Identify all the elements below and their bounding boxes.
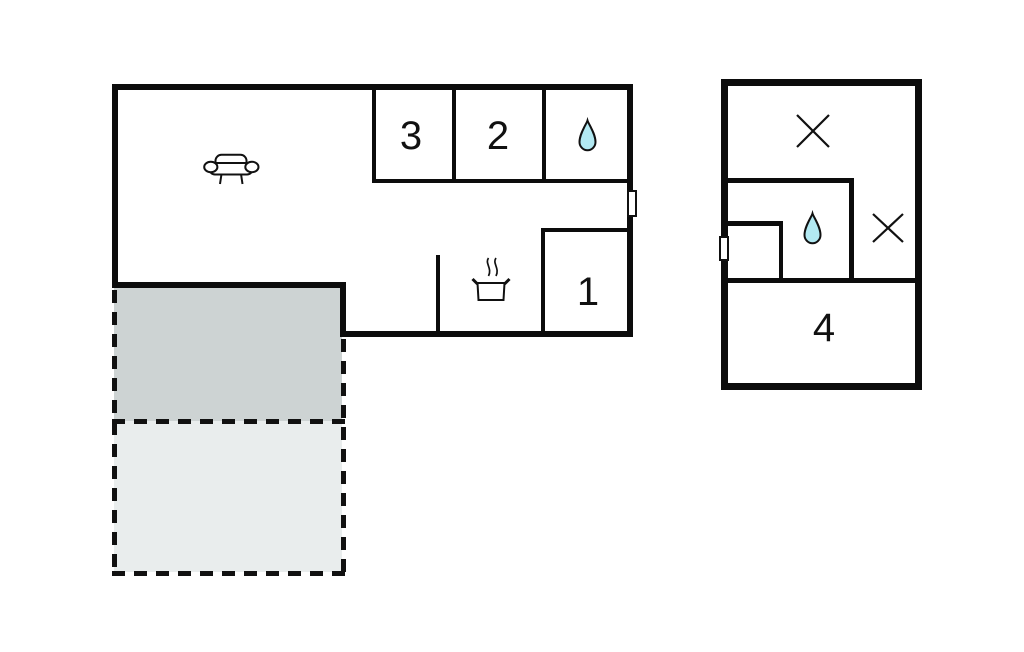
terrace-dashed-edge-right — [341, 339, 346, 576]
annex-bath-wall-right — [849, 178, 854, 283]
terrace-dashed-edge-bottom — [112, 571, 346, 576]
terrace-covered-area — [114, 288, 342, 421]
room-label-3: 3 — [399, 114, 423, 158]
terrace-dashed-edge-left — [112, 290, 117, 576]
annex-wall-left — [721, 79, 728, 390]
main-wall-top — [112, 84, 633, 90]
annex-bath-wall-top — [728, 178, 854, 183]
cooking-pot-icon — [471, 257, 511, 301]
main-wall-left — [112, 84, 118, 288]
room3-wall-left — [372, 90, 376, 183]
water-drop-icon — [803, 209, 822, 245]
room2-bath-divider — [542, 90, 546, 183]
top-rooms-wall-bottom — [372, 179, 627, 183]
room4-wall-top — [728, 278, 915, 283]
room-label-4: 4 — [812, 306, 836, 350]
room1-wall-left — [541, 228, 545, 331]
terrace-open-area — [114, 421, 342, 572]
bed-x-icon — [796, 114, 830, 148]
annex-wall-bottom — [721, 383, 922, 390]
annex-wall-right — [915, 79, 922, 390]
annex-closet-wall-top — [728, 221, 783, 226]
main-wall-bottom-left — [112, 282, 346, 288]
door-icon — [627, 190, 637, 217]
terrace-dashed-divider — [112, 419, 346, 424]
annex-wall-top — [721, 79, 922, 86]
door-icon — [719, 236, 729, 261]
room3-room2-divider — [452, 90, 456, 183]
main-wall-bottom-right — [340, 331, 633, 337]
kitchen-wall — [436, 255, 440, 331]
main-wall-step — [340, 282, 346, 337]
water-drop-icon — [578, 116, 597, 152]
room-label-1: 1 — [576, 270, 600, 314]
room-label-2: 2 — [486, 114, 510, 158]
sofa-icon — [203, 153, 260, 185]
room1-wall-top — [541, 228, 627, 232]
bed-x-icon — [872, 213, 904, 243]
annex-closet-wall-right — [779, 221, 783, 278]
